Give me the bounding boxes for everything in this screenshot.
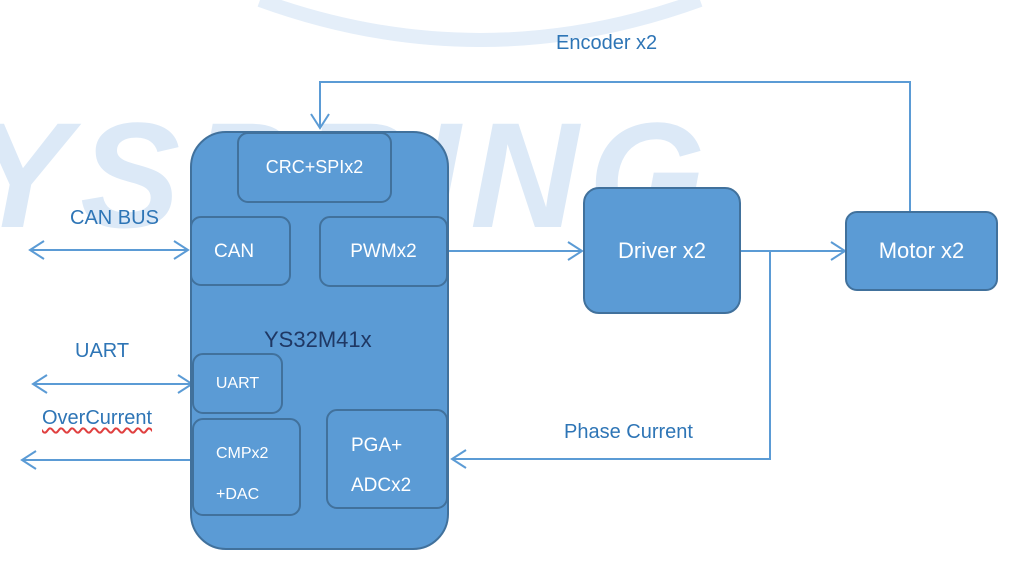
cmp-label: CMPx2 — [216, 445, 269, 462]
watermark-arc — [257, 0, 703, 47]
uart-block-label: UART — [215, 374, 260, 392]
can-block: CAN — [190, 216, 291, 286]
pwm-label: PWMx2 — [350, 240, 417, 262]
pga-adc-block: PGA+ ADCx2 — [326, 409, 448, 509]
adc-label: ADCx2 — [351, 475, 412, 496]
encoder-arrowhead — [310, 113, 330, 130]
uart-block: UART — [192, 353, 283, 414]
crc-spi-block: CRC+SPIx2 — [237, 132, 392, 203]
dac-label: +DAC — [216, 486, 260, 503]
cmp-dac-block: CMPx2 +DAC — [192, 418, 301, 516]
motor-block: Motor x2 — [845, 211, 998, 291]
mcu-label: YS32M41x — [264, 327, 372, 352]
can-label: CAN — [214, 241, 255, 262]
encoder-feedback-line — [319, 81, 911, 212]
driver-block: Driver x2 — [583, 187, 741, 314]
uart-signal-label: UART — [75, 340, 130, 362]
pga-label: PGA+ — [351, 435, 403, 456]
driver-label: Driver x2 — [617, 237, 706, 263]
phase-current-arrowhead — [450, 449, 467, 469]
can-bus-label: CAN BUS — [70, 207, 159, 229]
phase-current-label: Phase Current — [564, 421, 693, 443]
pwm-block: PWMx2 — [319, 216, 448, 287]
motor-label: Motor x2 — [878, 238, 965, 263]
phase-current-line — [452, 251, 771, 460]
encoder-label: Encoder x2 — [556, 32, 658, 54]
crc-spi-label: CRC+SPIx2 — [265, 157, 364, 177]
overcurrent-label: OverCurrent — [42, 407, 153, 429]
